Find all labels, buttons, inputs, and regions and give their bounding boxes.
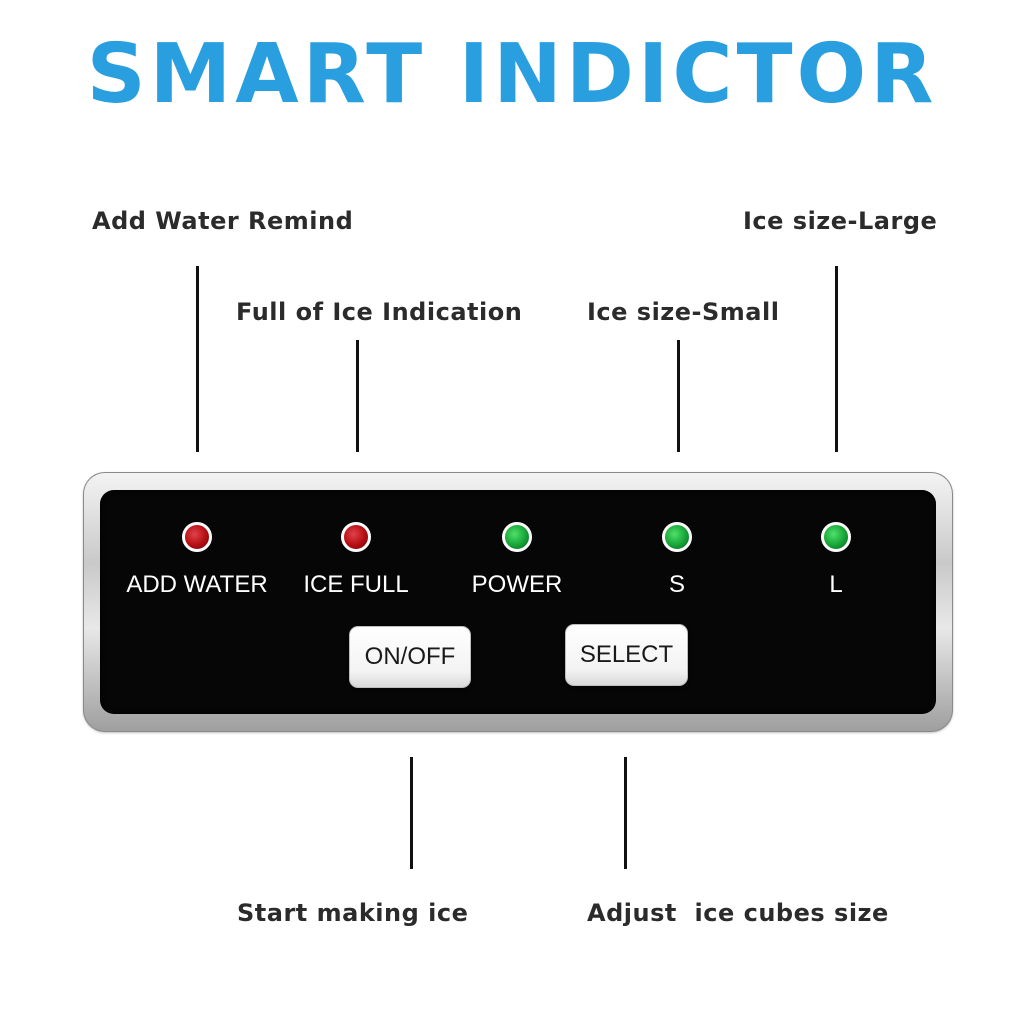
size-small-label: S	[668, 571, 685, 598]
pointer-line-ice-full	[356, 340, 359, 452]
size-large-label: L	[829, 571, 843, 598]
add-water-label: ADD WATER	[126, 571, 268, 598]
pointer-line-select	[624, 757, 627, 869]
ice-full-led	[341, 522, 371, 552]
ice-full-label: ICE FULL	[303, 571, 409, 598]
power-label: POWER	[471, 571, 563, 598]
callout-add-water-remind: Add Water Remind	[92, 207, 354, 235]
page-title: SMART INDICTOR	[86, 27, 938, 122]
pointer-line-on-off	[410, 757, 413, 869]
callout-start-making-ice: Start making ice	[237, 899, 469, 927]
power-led	[502, 522, 532, 552]
pointer-line-size-large	[835, 266, 838, 452]
size-small-led	[662, 522, 692, 552]
callout-adjust-ice-size: Adjust ice cubes size	[587, 899, 889, 927]
add-water-led	[182, 522, 212, 552]
size-large-led	[821, 522, 851, 552]
callout-ice-size-small: Ice size-Small	[587, 298, 780, 326]
pointer-line-add-water	[196, 266, 199, 452]
select-button[interactable]: SELECT	[565, 624, 688, 686]
pointer-line-size-small	[677, 340, 680, 452]
on-off-button[interactable]: ON/OFF	[349, 626, 471, 688]
callout-ice-size-large: Ice size-Large	[743, 207, 938, 235]
callout-full-of-ice: Full of Ice Indication	[236, 298, 523, 326]
